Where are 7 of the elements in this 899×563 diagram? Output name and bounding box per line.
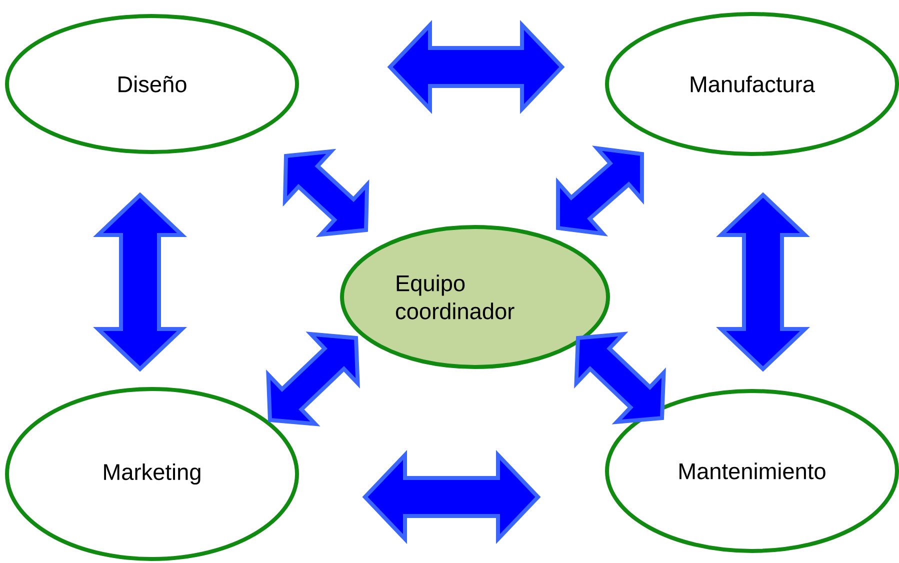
block-arrow xyxy=(282,148,370,238)
ellipse-node: Mantenimiento xyxy=(605,389,899,553)
block-arrow xyxy=(574,332,666,424)
ellipse-node: Manufactura xyxy=(605,12,899,156)
ellipse-node: Diseño xyxy=(5,14,299,154)
ellipse-node: Marketing xyxy=(5,387,299,561)
ellipse-node: Equipo coordinador xyxy=(340,225,610,369)
